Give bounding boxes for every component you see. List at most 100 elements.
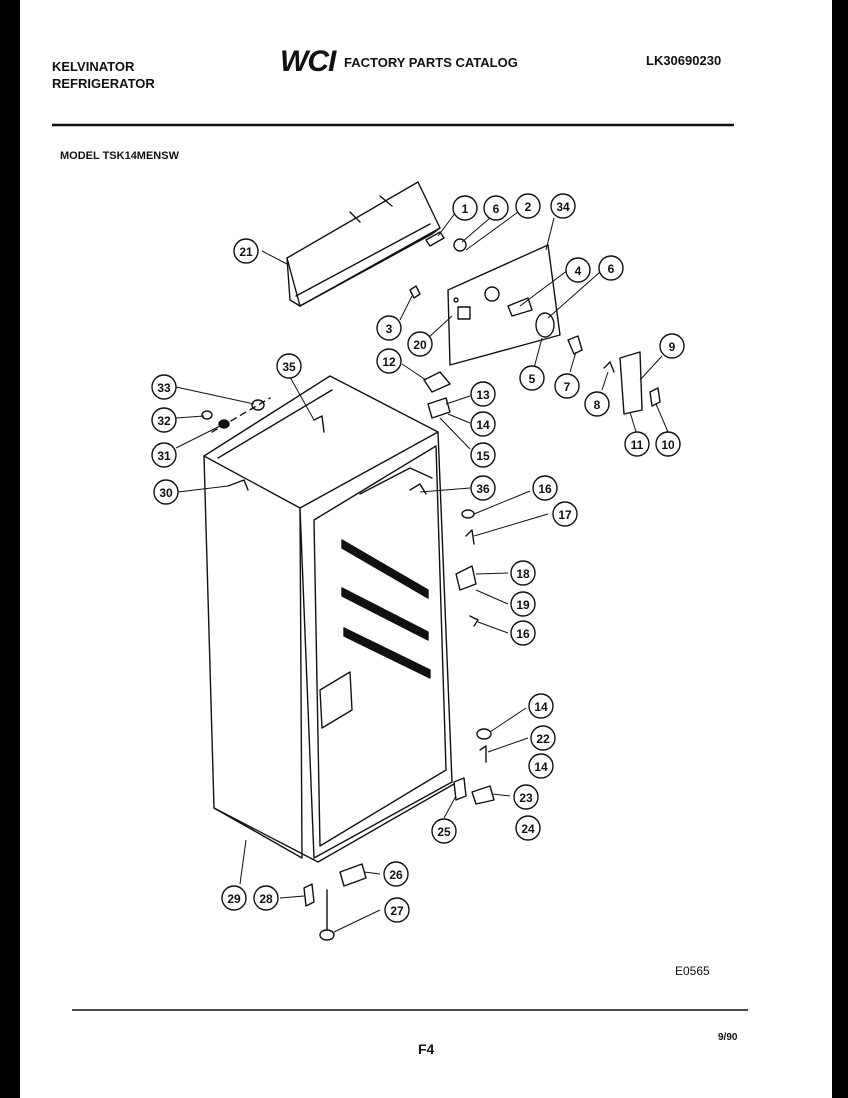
callout-5 [519, 365, 545, 391]
callout-label-4: 4 [575, 264, 582, 278]
wire-part-30 [227, 479, 249, 491]
product-label: REFRIGERATOR [52, 76, 155, 91]
callout-27 [384, 897, 410, 923]
page-number: F4 [418, 1041, 435, 1057]
callout-label-9: 9 [669, 340, 676, 354]
callout-label-30: 30 [159, 486, 173, 500]
callout-label-19: 19 [516, 598, 530, 612]
callout-16b [510, 620, 536, 646]
callout-label-33: 33 [157, 381, 171, 395]
callout-label-34: 34 [556, 200, 570, 214]
callout-label-31: 31 [157, 449, 171, 463]
callout-label-26: 26 [389, 868, 403, 882]
callout-label-7: 7 [564, 380, 571, 394]
thermostat-part-5 [535, 312, 555, 338]
callout-9 [659, 333, 685, 359]
drawing-code: E0565 [675, 964, 710, 978]
socket-part-10 [649, 387, 661, 407]
catalog-logo: WCI [280, 45, 336, 78]
bracket-part-7 [567, 335, 583, 355]
trim-panel-part [286, 181, 441, 307]
callout-label-21: 21 [239, 245, 253, 259]
callout-6a [483, 195, 509, 221]
cabinet-body [203, 375, 455, 863]
callout-label-16b: 16 [516, 627, 530, 641]
bushing-part-14 [476, 728, 492, 740]
callout-label-17: 17 [558, 508, 572, 522]
callout-8 [584, 391, 610, 417]
callout-31 [151, 442, 177, 468]
catalog-title: FACTORY PARTS CATALOG [344, 55, 518, 70]
callout-14c [528, 753, 554, 779]
callout-12 [376, 348, 402, 374]
callout-label-27: 27 [390, 904, 404, 918]
bulb-part-8 [603, 361, 615, 373]
callout-label-18: 18 [516, 567, 530, 581]
callout-34 [550, 193, 576, 219]
callout-label-32: 32 [157, 414, 171, 428]
callout-32 [151, 407, 177, 433]
callout-14a [470, 411, 496, 437]
callout-21 [233, 238, 259, 264]
callout-label-5: 5 [529, 372, 536, 386]
screw-part-16b [469, 615, 479, 627]
callout-label-14b: 14 [534, 700, 548, 714]
callout-label-2: 2 [525, 200, 532, 214]
door-stop-part-16 [461, 509, 475, 519]
callout-35 [276, 353, 302, 379]
callout-label-15: 15 [476, 449, 490, 463]
callout-label-11: 11 [631, 438, 644, 452]
callout-label-16a: 16 [538, 482, 552, 496]
brand-label: KELVINATOR [52, 59, 135, 74]
callout-1 [452, 195, 478, 221]
knob-part-2 [453, 238, 467, 252]
dashed-guide [211, 397, 271, 433]
callout-18 [510, 560, 536, 586]
pin-part-22 [479, 745, 487, 763]
callout-24 [515, 815, 541, 841]
callout-25 [431, 818, 457, 844]
callout-28 [253, 885, 279, 911]
bottom-hinge-part-23 [471, 785, 495, 805]
callout-26 [383, 861, 409, 887]
leader-lines [175, 211, 669, 933]
callout-label-13: 13 [476, 388, 490, 402]
hinge-cover-part-12 [423, 371, 451, 393]
callout-4 [565, 257, 591, 283]
callout-label-22: 22 [536, 732, 550, 746]
callout-label-23: 23 [519, 791, 533, 805]
screw-part-17 [465, 529, 475, 545]
callout-label-3: 3 [386, 322, 393, 336]
callout-label-14a: 14 [476, 418, 490, 432]
callout-13 [470, 381, 496, 407]
leveler-part-28 [303, 883, 315, 907]
callout-3 [376, 315, 402, 341]
clip-part-1 [425, 231, 445, 247]
callout-label-6a: 6 [493, 202, 500, 216]
revision-date: 9/90 [718, 1032, 738, 1043]
plug-part-33 [251, 399, 265, 411]
callout-label-1: 1 [462, 202, 469, 216]
callout-label-8: 8 [594, 398, 601, 412]
model-label: MODEL TSK14MENSW [60, 150, 179, 162]
callout-6b [598, 255, 624, 281]
callout-30 [153, 479, 179, 505]
callout-10 [655, 431, 681, 457]
callout-markers [151, 193, 685, 923]
callout-17 [552, 501, 578, 527]
callout-16a [532, 475, 558, 501]
callout-11 [624, 431, 650, 457]
callout-label-10: 10 [661, 438, 675, 452]
callout-label-28: 28 [259, 892, 273, 906]
callout-label-25: 25 [437, 825, 451, 839]
callout-36 [470, 475, 496, 501]
bracket-part-35 [313, 415, 325, 433]
callout-2 [515, 193, 541, 219]
control-plate-part [447, 244, 561, 366]
catalog-number: LK30690230 [646, 53, 722, 68]
callout-label-6b: 6 [608, 262, 615, 276]
roller-part-26 [339, 863, 367, 887]
screw-part-3 [409, 285, 421, 299]
hinge-bracket-part-18 [455, 565, 477, 591]
